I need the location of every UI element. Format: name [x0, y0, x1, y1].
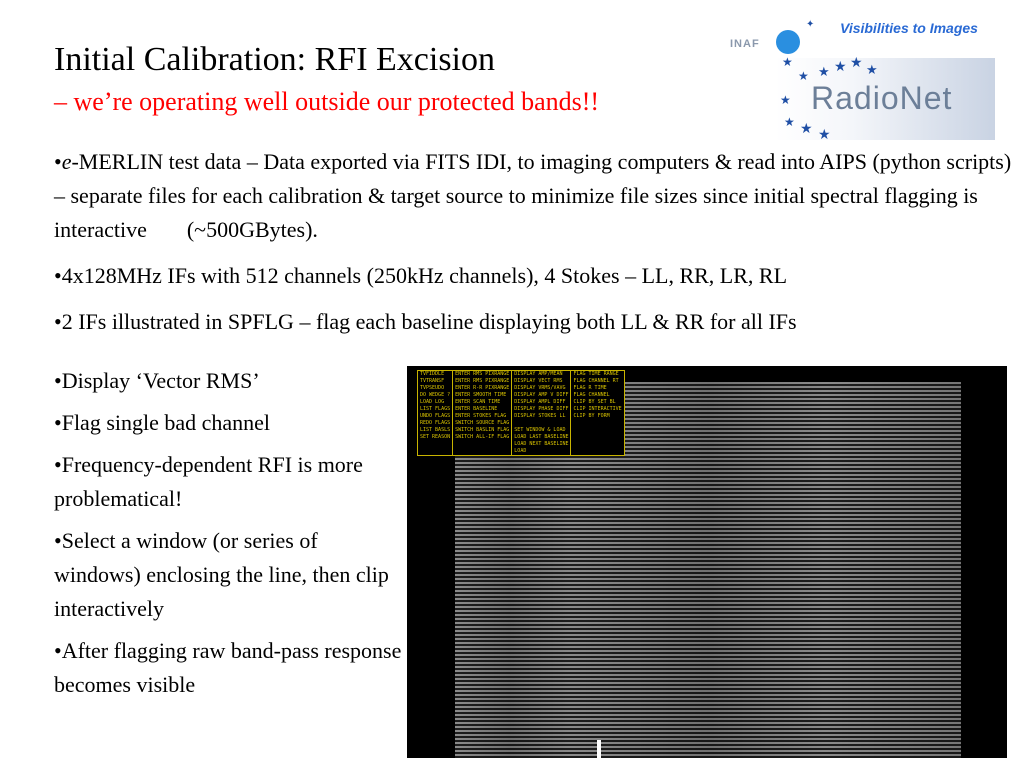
- slide-title: Initial Calibration: RFI Excision: [54, 41, 496, 78]
- inaf-logo-text: INAF: [730, 38, 760, 50]
- menu-item-load-next-baseline[interactable]: LOAD NEXT BASELINE: [514, 441, 569, 447]
- plot-edge-marker: [597, 740, 601, 758]
- menu-item-set-window-load[interactable]: SET WINDOW & LOAD: [514, 427, 566, 433]
- menu-item-flag-time-range[interactable]: FLAG TIME RANGE: [573, 371, 619, 377]
- bullet-select-window: •Select a window (or series of windows) …: [54, 528, 389, 621]
- menu-item-do-wedge[interactable]: DO WEDGE ?: [420, 392, 451, 398]
- bullet-marker: •: [54, 149, 62, 174]
- star-icon: ★: [818, 65, 830, 80]
- menu-item-load-last-baseline[interactable]: LOAD LAST BASELINE: [514, 434, 569, 440]
- menu-item-display-vect-rms[interactable]: DISPLAY VECT RMS: [514, 378, 563, 384]
- menu-item-tvpseudo[interactable]: TVPSEUDO: [420, 385, 445, 391]
- menu-item-flag-channel-rt[interactable]: FLAG CHANNEL RT: [573, 378, 619, 384]
- menu-item-list-flags[interactable]: LIST FLAGS: [420, 406, 451, 412]
- star-icon: ★: [866, 63, 878, 78]
- star-icon: ★: [782, 55, 793, 69]
- menu-item-undo-flags[interactable]: UNDO FLAGS: [420, 413, 451, 419]
- menu-item-enter-rr-pixrange[interactable]: ENTER R-R PIXRANGE: [455, 385, 510, 391]
- bullet-frequency-rfi: •Frequency-dependent RFI is more problem…: [54, 452, 363, 511]
- menu-item-display-stokes-ll[interactable]: DISPLAY STOKES LL: [514, 413, 566, 419]
- menu-item-switch-all-if-flag[interactable]: SWITCH ALL-IF FLAG: [455, 434, 510, 440]
- radionet-logo: RadioNet: [775, 58, 995, 140]
- menu-item-load-log[interactable]: LOAD LOG: [420, 399, 445, 405]
- menu-item-blank: [514, 420, 568, 427]
- menu-item-enter-smooth-time[interactable]: ENTER SMOOTH TIME: [455, 392, 507, 398]
- star-icon: ★: [798, 69, 809, 83]
- menu-item-enter-stokes-flag[interactable]: ENTER STOKES FLAG: [455, 413, 507, 419]
- inaf-dot-icon: [776, 30, 800, 54]
- menu-item-display-amp-v-diff[interactable]: DISPLAY AMP V DIFF: [514, 392, 569, 398]
- menu-item-flag-r-time[interactable]: FLAG R TIME: [573, 385, 607, 391]
- menu-item-clip-by-set-bl[interactable]: CLIP BY SET BL: [573, 399, 616, 405]
- menu-item-clip-interactive[interactable]: CLIP INTERACTIVE: [573, 406, 622, 412]
- top-bullet-list: •e-MERLIN test data – Data exported via …: [54, 145, 1014, 351]
- menu-item-tvtransf[interactable]: TVTRANSF: [420, 378, 445, 384]
- star-icon: ★: [834, 59, 847, 75]
- menu-item-clip-by-form[interactable]: CLIP BY FORM: [573, 413, 610, 419]
- bullet-after-flagging: •After flagging raw band-pass response b…: [54, 638, 402, 697]
- menu-item-flag-channel[interactable]: FLAG CHANNEL: [573, 392, 610, 398]
- bullet-merlin: •e-MERLIN test data – Data exported via …: [54, 145, 1014, 247]
- tagline-text: Visibilities to Images: [840, 20, 978, 36]
- menu-item-redo-flags[interactable]: REDO FLAGS: [420, 420, 451, 426]
- star-icon: ★: [780, 93, 791, 107]
- menu-item-list-basls[interactable]: LIST BASLS: [420, 427, 451, 433]
- menu-item-display-vrms-vavg[interactable]: DISPLAY VRMS/VAVG: [514, 385, 566, 391]
- menu-item-display-amp-mean[interactable]: DISPLAY AMP/MEAN: [514, 371, 563, 377]
- bullet-merlin-text: -MERLIN test data – Data exported via FI…: [54, 149, 1012, 242]
- star-icon: ★: [800, 121, 813, 137]
- bullet-flag-single-channel: •Flag single bad channel: [54, 410, 271, 435]
- star-icon: ★: [818, 127, 831, 143]
- menu-item-set-reason[interactable]: SET REASON: [420, 434, 451, 440]
- bullet-display-vector-rms: •Display ‘Vector RMS’: [54, 368, 260, 393]
- menu-item-display-phase-diff[interactable]: DISPLAY PHASE DIFF: [514, 406, 569, 412]
- star-icon: ★: [850, 55, 863, 71]
- bullet-merlin-tail: (~500GBytes).: [186, 217, 318, 242]
- logo-area: INAF Visibilities to Images RadioNet ✦ ★…: [722, 12, 1002, 142]
- menu-item-display-ampl-diff[interactable]: DISPLAY AMPL DIFF: [514, 399, 566, 405]
- menu-item-enter-scan-time[interactable]: ENTER SCAN TIME: [455, 399, 501, 405]
- bullet-spflg: •2 IFs illustrated in SPFLG – flag each …: [54, 309, 797, 334]
- menu-item-enter-rms-pixrange-2[interactable]: ENTER RMS PIXRANGE: [455, 378, 510, 384]
- menu-item-enter-baseline[interactable]: ENTER BASELINE: [455, 406, 498, 412]
- menu-item-switch-baslin-flag[interactable]: SWITCH BASLIN FLAG: [455, 427, 510, 433]
- radionet-logo-text: RadioNet: [811, 80, 953, 116]
- star-icon: ★: [784, 115, 795, 129]
- left-bullet-list: •Display ‘Vector RMS’ •Flag single bad c…: [54, 364, 404, 710]
- menu-item-load[interactable]: LOAD: [514, 448, 527, 454]
- bullet-ifs: •4x128MHz IFs with 512 channels (250kHz …: [54, 263, 788, 288]
- bullet-em-prefix: e: [61, 149, 72, 174]
- star-icon: ✦: [806, 19, 815, 30]
- menu-item-enter-rms-pixrange[interactable]: ENTER RMS PIXRANGE: [455, 371, 510, 377]
- menu-item-switch-source-flag[interactable]: SWITCH SOURCE FLAG: [455, 420, 510, 426]
- slide-subtitle: – we’re operating well outside our prote…: [54, 87, 600, 116]
- menu-item-tvfiddle[interactable]: TVFIDDLE: [420, 371, 445, 377]
